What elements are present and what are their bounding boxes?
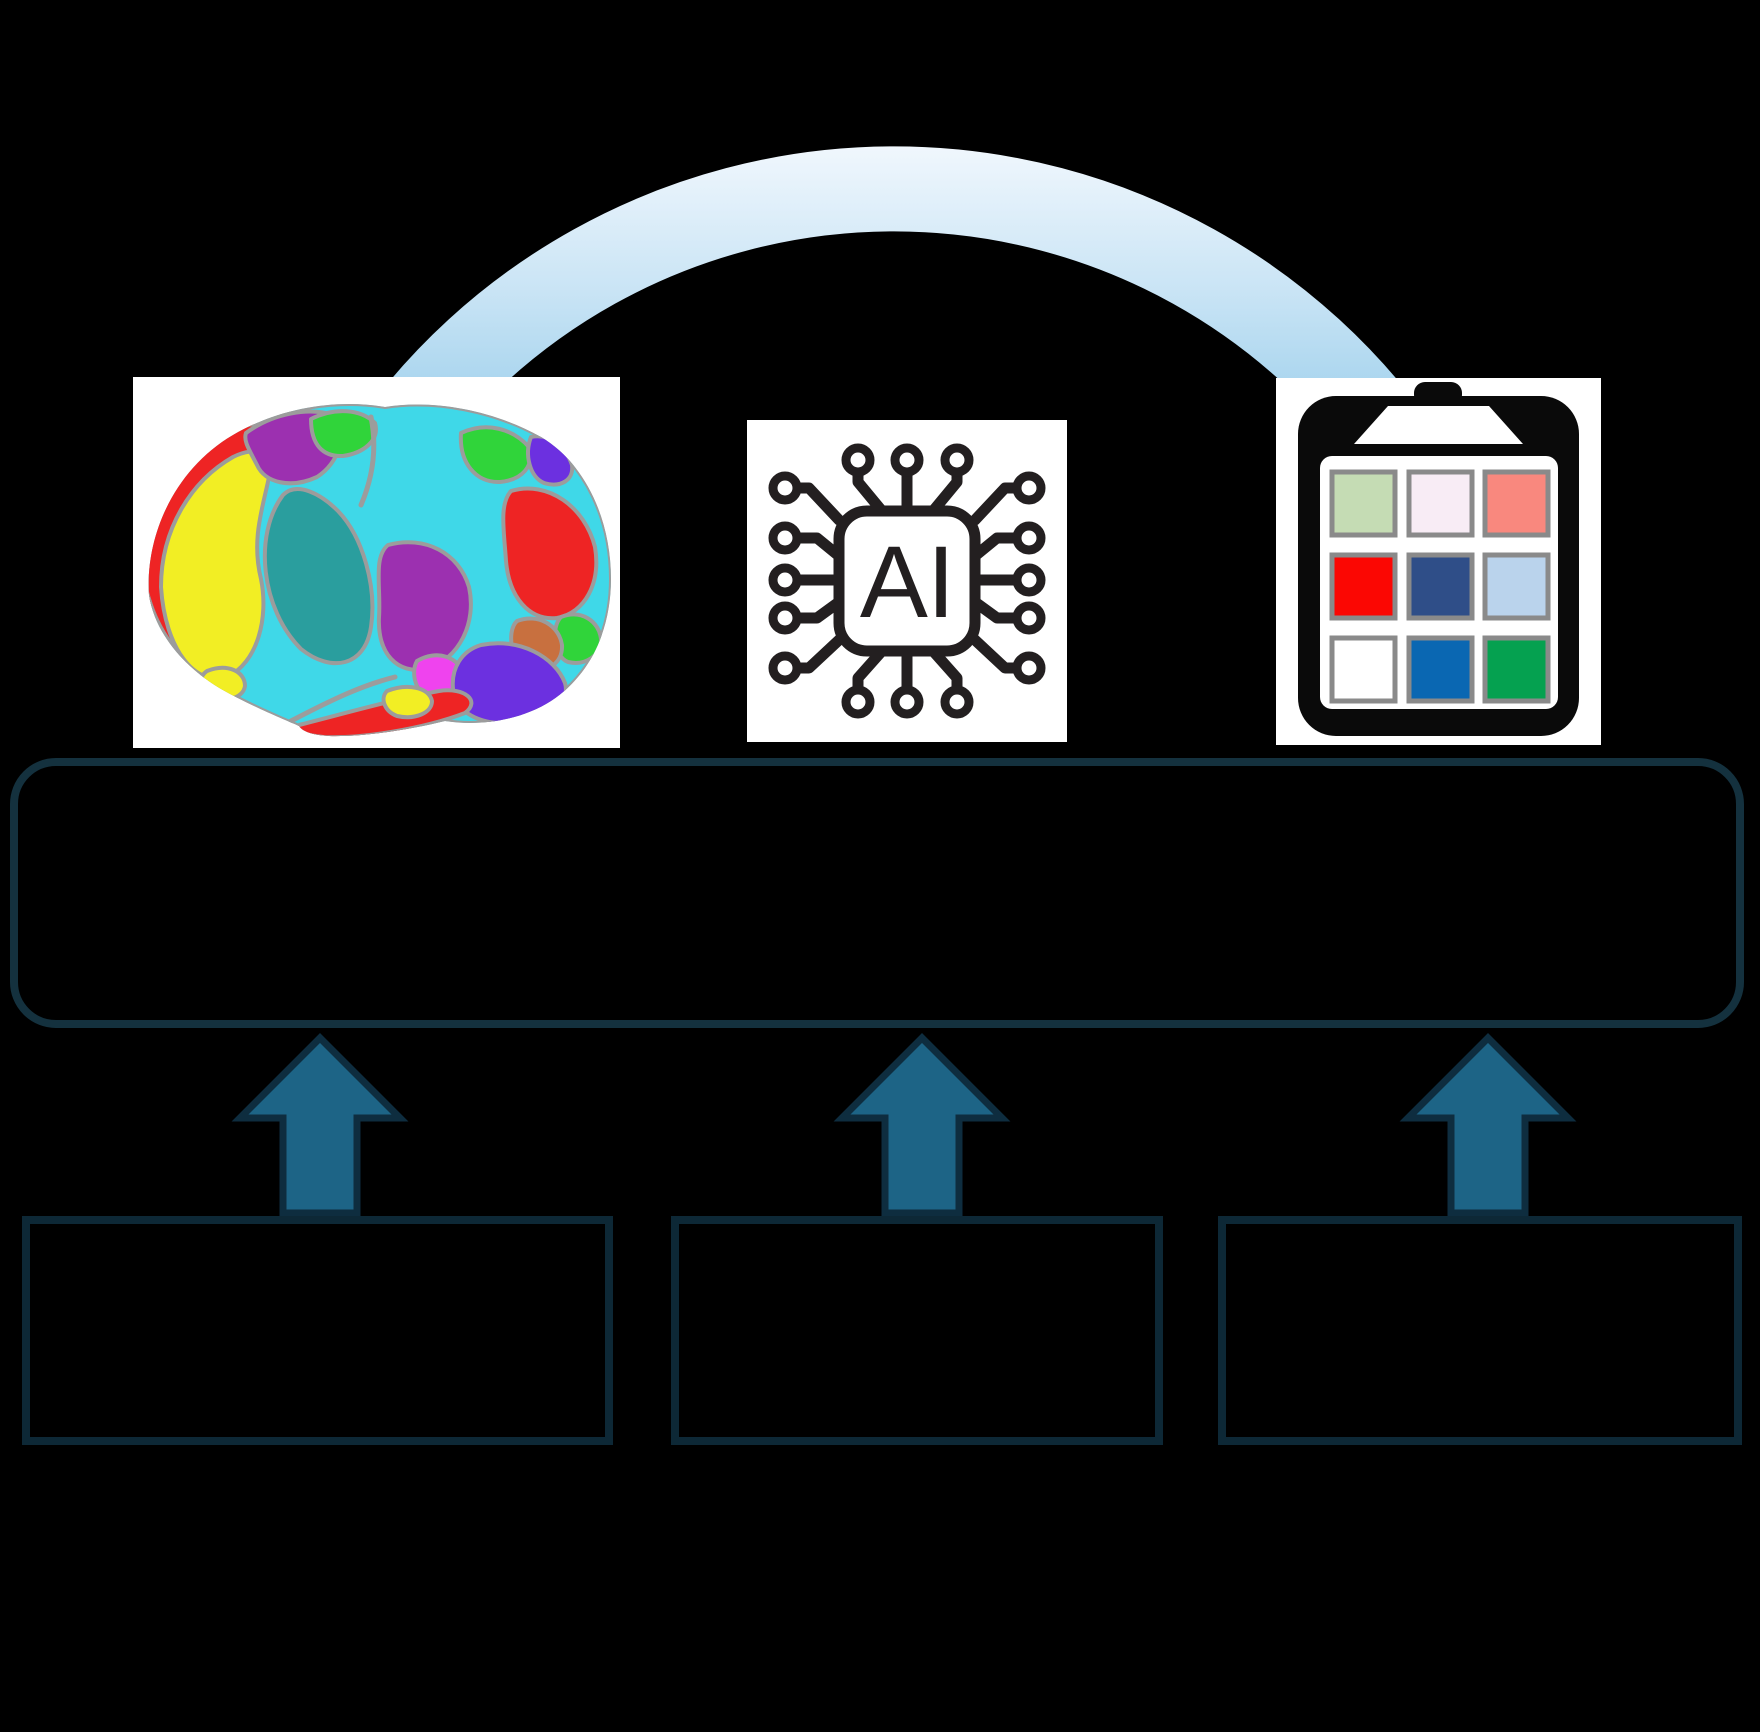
clipboard-grid-cell bbox=[1482, 552, 1551, 621]
clipboard-clip-handle bbox=[1414, 382, 1462, 406]
chip-pin-dot bbox=[1012, 651, 1046, 685]
chip-pin-dot bbox=[1012, 601, 1046, 635]
assessment-clipboard-icon bbox=[1276, 378, 1601, 745]
clipboard-grid-cell bbox=[1482, 635, 1551, 704]
connection-arc bbox=[355, 146, 1433, 475]
brain-parcellation-graphic bbox=[148, 404, 612, 737]
chip-pin-dot bbox=[841, 443, 875, 477]
chip-pin-dot bbox=[768, 471, 802, 505]
clipboard-grid-cell bbox=[1329, 469, 1398, 538]
chip-pin-dot bbox=[890, 685, 924, 719]
chip-pin-dot bbox=[841, 685, 875, 719]
integration-panel bbox=[10, 758, 1744, 1028]
clipboard-grid-cell bbox=[1406, 552, 1475, 621]
chip-pin-dot bbox=[768, 521, 802, 555]
brain-sulcus-line bbox=[358, 414, 377, 508]
clipboard-grid-cell bbox=[1329, 552, 1398, 621]
clipboard-grid-cell bbox=[1329, 635, 1398, 704]
ai-chip-graphic: AI bbox=[768, 443, 1046, 719]
input-box-2 bbox=[671, 1216, 1163, 1445]
chip-pin-dot bbox=[768, 563, 802, 597]
chip-pin-dot bbox=[1012, 563, 1046, 597]
chip-pin-dot bbox=[940, 443, 974, 477]
chip-pin-dot bbox=[1012, 521, 1046, 555]
ai-chip-label: AI bbox=[860, 525, 954, 639]
chip-pin bbox=[791, 532, 845, 562]
chip-pin-dot bbox=[940, 685, 974, 719]
brain-region-patch bbox=[309, 409, 378, 459]
chip-pin-dot bbox=[768, 601, 802, 635]
chip-pin bbox=[969, 532, 1023, 562]
brain-region-patch bbox=[262, 487, 375, 666]
clipboard-grid-cell bbox=[1406, 635, 1475, 704]
up-arrow-2 bbox=[833, 1033, 1011, 1217]
chip-pin bbox=[969, 596, 1023, 624]
input-box-1 bbox=[22, 1216, 613, 1445]
up-arrow-3 bbox=[1399, 1033, 1577, 1217]
chip-pin-dot bbox=[890, 443, 924, 477]
input-box-3 bbox=[1218, 1216, 1742, 1445]
clipboard-grid-cell bbox=[1406, 469, 1475, 538]
chip-pin-dot bbox=[1012, 471, 1046, 505]
chip-pin-dot bbox=[768, 651, 802, 685]
clipboard-clip bbox=[1354, 406, 1523, 444]
chip-pin bbox=[791, 596, 845, 624]
chip-body bbox=[833, 505, 981, 657]
clipboard-grid-cell bbox=[1482, 469, 1551, 538]
brain-parcellation-image bbox=[133, 377, 620, 748]
assessment-clipboard-graphic bbox=[1298, 382, 1579, 736]
up-arrow-1 bbox=[231, 1033, 409, 1217]
ai-chip-icon: AI bbox=[747, 420, 1067, 742]
brain-region-patch bbox=[458, 425, 533, 485]
brain-sulcus-line bbox=[288, 674, 398, 724]
brain-region-patch bbox=[381, 684, 434, 720]
